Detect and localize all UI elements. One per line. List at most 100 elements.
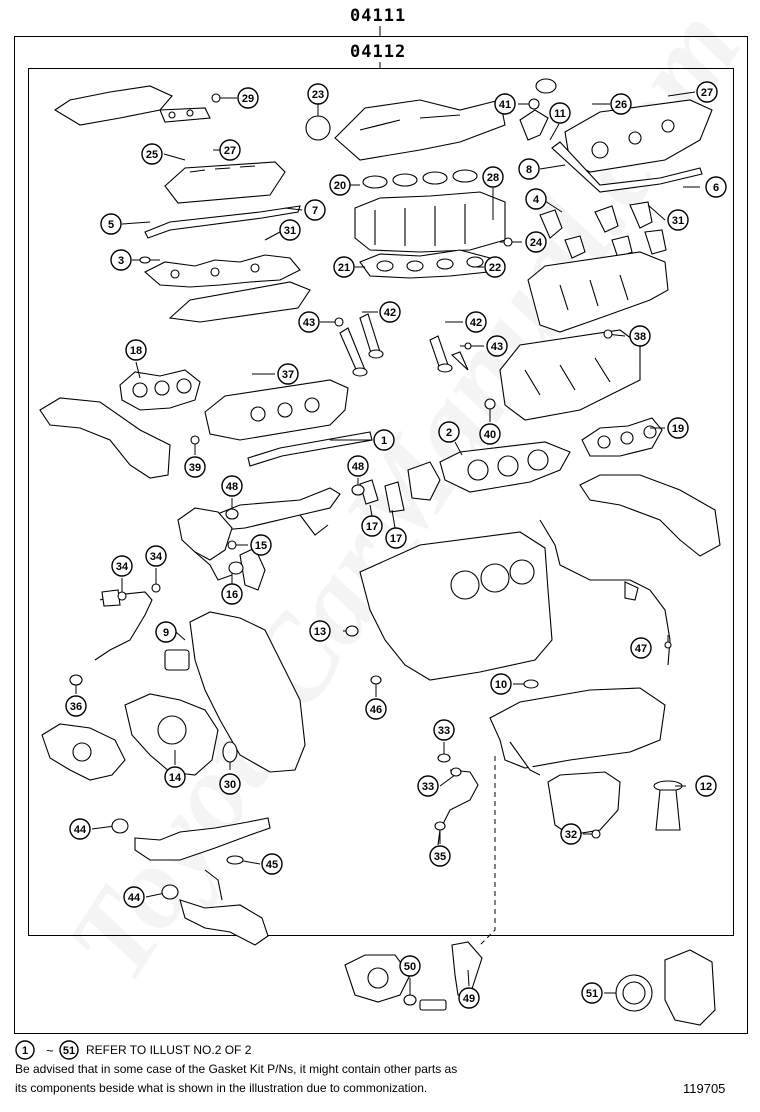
outer-frame — [14, 36, 748, 1034]
range-end-label: 51 — [63, 1045, 75, 1057]
callout-46: 46 — [365, 698, 387, 720]
timing-cover-gasket — [124, 693, 219, 776]
callout-label: 20 — [334, 180, 346, 192]
callout-label: 4 — [533, 194, 540, 206]
water-pump — [41, 723, 126, 781]
intake-manifold-upper-left — [53, 85, 211, 126]
advisory-line-1: Be advised that in some case of the Gask… — [15, 1062, 458, 1076]
callout-label: 18 — [130, 345, 142, 357]
callout-label: 29 — [242, 93, 254, 105]
callout-label: 25 — [146, 149, 158, 161]
callout-label: 22 — [489, 262, 501, 274]
callout-20: 20 — [329, 174, 351, 196]
callout-label: 6 — [713, 182, 719, 194]
callout-label: 2 — [446, 427, 452, 439]
callout-32: 32 — [560, 823, 582, 845]
callout-label: 5 — [108, 219, 114, 231]
advisory-line-2: its components beside what is shown in t… — [15, 1081, 428, 1095]
callout-17: 17 — [385, 527, 407, 549]
callout-25: 25 — [141, 143, 163, 165]
callout-47: 47 — [630, 637, 652, 659]
callout-label: 10 — [495, 679, 507, 691]
illustration-number: 119705 — [683, 1081, 726, 1096]
callout-6: 6 — [705, 176, 727, 198]
callout-27: 27 — [696, 81, 718, 103]
callout-39: 39 — [184, 456, 206, 478]
range-start-label: 1 — [22, 1045, 28, 1057]
callout-50: 50 — [399, 955, 421, 977]
callout-48: 48 — [347, 455, 369, 477]
callout-label: 42 — [384, 307, 396, 319]
callout-label: 41 — [499, 99, 511, 111]
callout-label: 17 — [390, 533, 402, 545]
callout-label: 39 — [189, 462, 201, 474]
callout-label: 50 — [404, 961, 416, 973]
oil-pan-lower — [547, 771, 621, 836]
callout-label: 32 — [565, 829, 577, 841]
exhaust-manifold-left — [39, 397, 171, 479]
callout-label: 33 — [422, 781, 434, 793]
callout-2: 2 — [438, 421, 460, 443]
callout-label: 27 — [701, 87, 713, 99]
oil-pipe-right — [437, 769, 479, 846]
timing-cover — [164, 611, 306, 773]
callout-label: 19 — [672, 423, 684, 435]
exhaust-manifold-right — [579, 474, 721, 557]
callout-label: 44 — [74, 824, 87, 836]
callout-21: 21 — [333, 256, 355, 278]
callout-label: 33 — [438, 725, 450, 737]
callout-34: 34 — [111, 555, 133, 577]
callout-7: 7 — [304, 199, 326, 221]
callout-11: 11 — [549, 102, 571, 124]
water-inlet-housing — [177, 507, 266, 591]
callout-label: 13 — [314, 626, 326, 638]
callout-33: 33 — [417, 775, 439, 797]
callout-34: 34 — [145, 545, 167, 567]
cylinder-head-gasket-right — [439, 441, 571, 493]
callout-42: 42 — [379, 301, 401, 323]
crankshaft-rear-seal — [615, 949, 716, 1026]
callout-42: 42 — [465, 311, 487, 333]
callout-28: 28 — [482, 166, 504, 188]
callout-23: 23 — [307, 83, 329, 105]
callout-label: 34 — [150, 551, 163, 563]
callout-36: 36 — [65, 695, 87, 717]
callout-label: 36 — [70, 701, 82, 713]
footer-range-end: 51 — [59, 1040, 79, 1060]
cylinder-head-left — [204, 379, 349, 441]
callout-19: 19 — [667, 417, 689, 439]
callout-label: 12 — [700, 781, 712, 793]
callout-label: 47 — [635, 643, 647, 655]
thermostat-gaskets — [359, 461, 441, 513]
callout-4: 4 — [525, 188, 547, 210]
spark-plug-seals-right — [539, 201, 667, 259]
callout-1: 1 — [373, 429, 395, 451]
callout-43: 43 — [298, 311, 320, 333]
callout-label: 43 — [303, 317, 315, 329]
callout-27: 27 — [219, 139, 241, 161]
callout-22: 22 — [484, 256, 506, 278]
callout-12: 12 — [695, 775, 717, 797]
exhaust-pipe-lower — [179, 869, 269, 946]
callout-38: 38 — [629, 325, 651, 347]
callout-label: 37 — [282, 369, 294, 381]
callout-label: 30 — [224, 779, 236, 791]
callout-label: 46 — [370, 704, 382, 716]
callout-8: 8 — [518, 158, 540, 180]
callout-51: 51 — [581, 982, 603, 1004]
cylinder-head-right — [499, 329, 641, 421]
callout-5: 5 — [100, 213, 122, 235]
callout-9: 9 — [155, 621, 177, 643]
callout-label: 48 — [352, 461, 364, 473]
callout-label: 8 — [526, 164, 532, 176]
callout-24: 24 — [525, 231, 547, 253]
callout-label: 7 — [312, 205, 318, 217]
oil-pan-upper — [489, 687, 666, 776]
callout-10: 10 — [490, 673, 512, 695]
callout-label: 34 — [116, 561, 129, 573]
callout-label: 31 — [672, 215, 684, 227]
camshaft-housing-right — [527, 251, 669, 333]
callout-label: 35 — [434, 851, 446, 863]
range-separator: ~ — [46, 1043, 54, 1058]
front-exhaust-pipe — [134, 817, 271, 861]
